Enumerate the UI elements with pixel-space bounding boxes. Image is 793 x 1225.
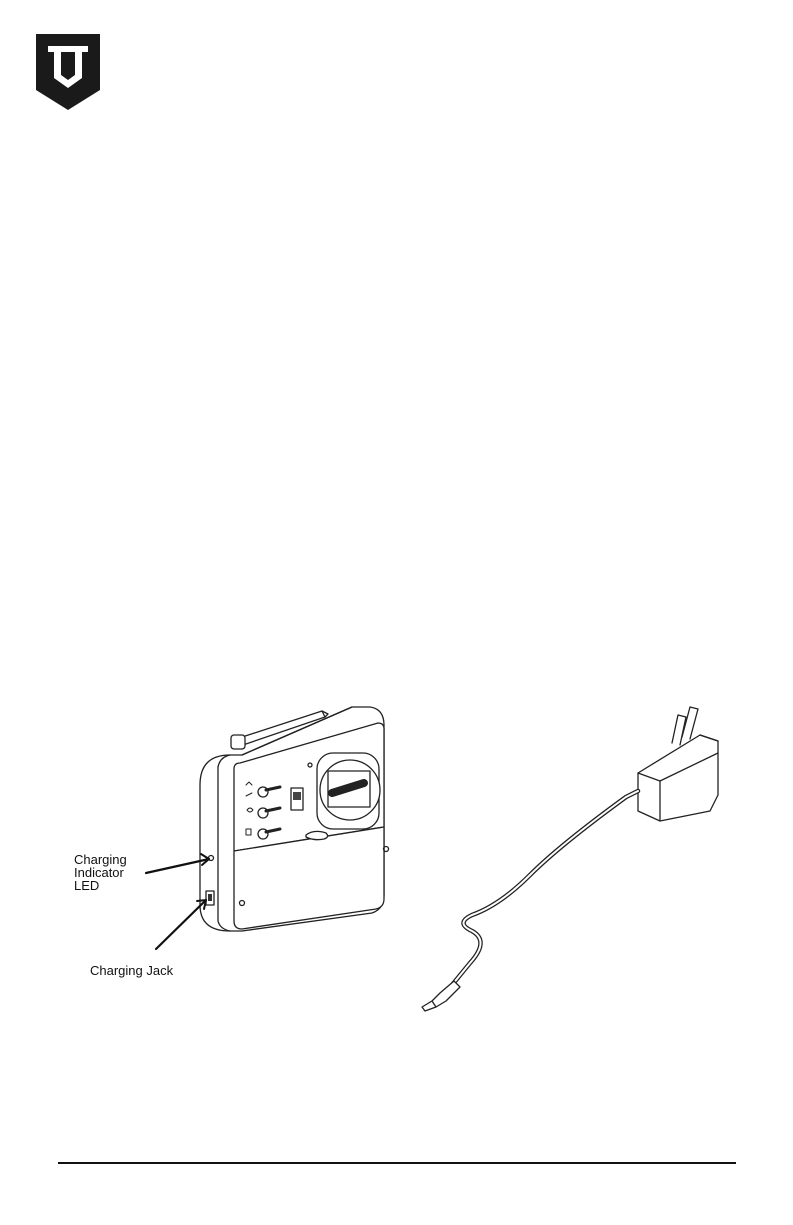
footer-divider bbox=[58, 1162, 736, 1164]
shield-logo-icon bbox=[34, 32, 102, 112]
led-label-line-3: LED bbox=[74, 879, 164, 892]
callout-arrow-jack bbox=[156, 900, 206, 949]
charging-jack-label: Charging Jack bbox=[90, 964, 173, 977]
wall-charger-drawing bbox=[422, 707, 718, 1011]
charging-indicator-led-label: Charging Indicator LED bbox=[74, 853, 164, 892]
transmitter-remote-drawing bbox=[200, 707, 389, 931]
